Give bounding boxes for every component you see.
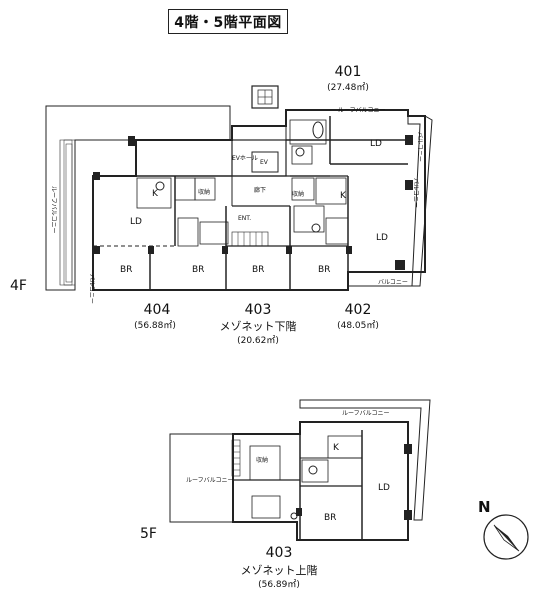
label-storage2-4f: 収納 [292, 190, 304, 198]
page-title: 4階・5階平面図 [168, 9, 288, 34]
room-k-402: K [340, 191, 347, 201]
room-ld-401: LD [370, 139, 382, 149]
label-roof-balcony-left-4f: ルーフバルコニー [50, 186, 57, 234]
room-k-5f: K [333, 443, 340, 453]
label-balcony-404: バルコニー [88, 274, 95, 304]
building-outline-4f [92, 109, 426, 291]
unit-401-number: 401 [335, 64, 362, 80]
room-br-403a: BR [192, 265, 204, 275]
floor-label-4f: 4F [10, 278, 27, 294]
room-ld-5f: LD [378, 483, 390, 493]
label-balcony-bottom-4f: バルコニー [378, 279, 408, 286]
compass-north-label: N [478, 498, 491, 516]
room-br-404: BR [120, 265, 132, 275]
unit-404-number: 404 [144, 302, 171, 318]
room-br-5f: BR [324, 513, 336, 523]
room-k-404: K [152, 189, 159, 199]
room-ev: EV [260, 159, 269, 166]
unit-403-area: (20.62㎡) [237, 335, 279, 346]
label-roof-balcony-left-5f: ルーフバルコニー [186, 477, 234, 484]
unit-402-area: (48.05㎡) [337, 320, 379, 331]
label-roof-balcony-top-4f: ルーフバルコニー [338, 107, 386, 114]
wall-posts [93, 135, 413, 520]
floor-label-5f: 5F [140, 526, 157, 542]
compass-circle [483, 514, 529, 560]
room-ev-hall: EVホール [232, 155, 258, 162]
room-ld-402: LD [376, 233, 388, 243]
room-br-402: BR [318, 265, 330, 275]
label-balcony-side-b: バルコニー [412, 178, 419, 208]
label-roof-balcony-top-5f: ルーフバルコニー [342, 410, 390, 417]
unit-403-name: メゾネット下階 [220, 319, 297, 333]
unit-401-area: (27.48㎡) [327, 82, 369, 93]
unit-403-number: 403 [245, 302, 272, 318]
unit-402-number: 402 [345, 302, 372, 318]
room-ld-404: LD [130, 217, 142, 227]
room-ent: ENT. [238, 215, 251, 222]
unit-404-area: (56.88㎡) [134, 320, 176, 331]
compass-needle-icon [493, 524, 520, 552]
building-outline-5f [232, 421, 409, 541]
unit-403-upper-name: メゾネット上階 [241, 563, 318, 577]
room-corridor: 廊下 [254, 186, 266, 194]
unit-403-upper-number: 403 [266, 545, 293, 561]
label-storage-4f: 収納 [198, 188, 210, 196]
unit-403-upper-area: (56.89㎡) [258, 579, 300, 590]
roof-balcony-outline-4f [45, 105, 231, 291]
room-br-403b: BR [252, 265, 264, 275]
label-balcony-side-a: バルコニー [416, 132, 423, 162]
label-storage-5f: 収納 [256, 456, 268, 464]
